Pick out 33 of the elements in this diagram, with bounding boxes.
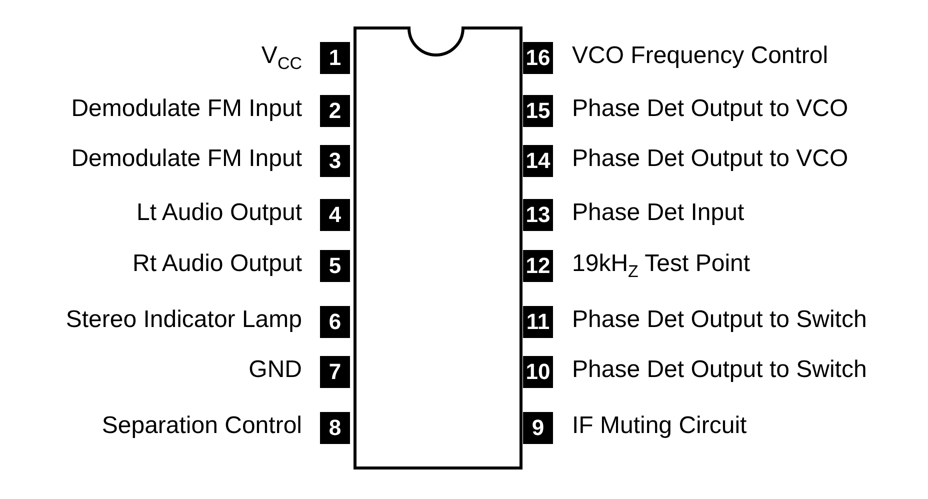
pin-number: 2 (320, 95, 350, 127)
pin-label: Phase Det Output to VCO (572, 145, 848, 173)
pin-number: 3 (320, 145, 350, 177)
pin-number: 13 (523, 199, 553, 231)
pin-label: VCO Frequency Control (572, 42, 828, 70)
pin-label: GND (248, 356, 302, 384)
pin-label: Rt Audio Output (132, 250, 302, 278)
pin-label: IF Muting Circuit (572, 412, 747, 440)
pin-label: 19kH$_{Z}$ Test Point (572, 250, 750, 283)
pin-number: 15 (523, 95, 553, 127)
pin-number: 16 (523, 42, 553, 74)
pin-number: 10 (523, 356, 553, 388)
pin-label: Phase Det Output to Switch (572, 356, 867, 384)
pin-label: V$_{CC}$ (261, 42, 302, 75)
pin-number: 14 (523, 145, 553, 177)
pin-number: 7 (320, 356, 350, 388)
pin-label: Stereo Indicator Lamp (66, 306, 302, 334)
pin-number: 5 (320, 250, 350, 282)
pin-number: 9 (523, 412, 553, 444)
pin-label: Demodulate FM Input (71, 145, 302, 173)
pin-label: Phase Det Output to Switch (572, 306, 867, 334)
pin-number: 8 (320, 412, 350, 444)
pin-number: 6 (320, 306, 350, 338)
pin-number: 12 (523, 250, 553, 282)
pin-label: Demodulate FM Input (71, 95, 302, 123)
pin-label: Lt Audio Output (136, 199, 302, 227)
pin-label: Phase Det Input (572, 199, 744, 227)
pin-label: Phase Det Output to VCO (572, 95, 848, 123)
pin-number: 11 (523, 306, 553, 338)
pin-number: 4 (320, 199, 350, 231)
pin-label: Separation Control (102, 412, 302, 440)
chip-body (354, 26, 522, 470)
pin-number: 1 (320, 42, 350, 74)
